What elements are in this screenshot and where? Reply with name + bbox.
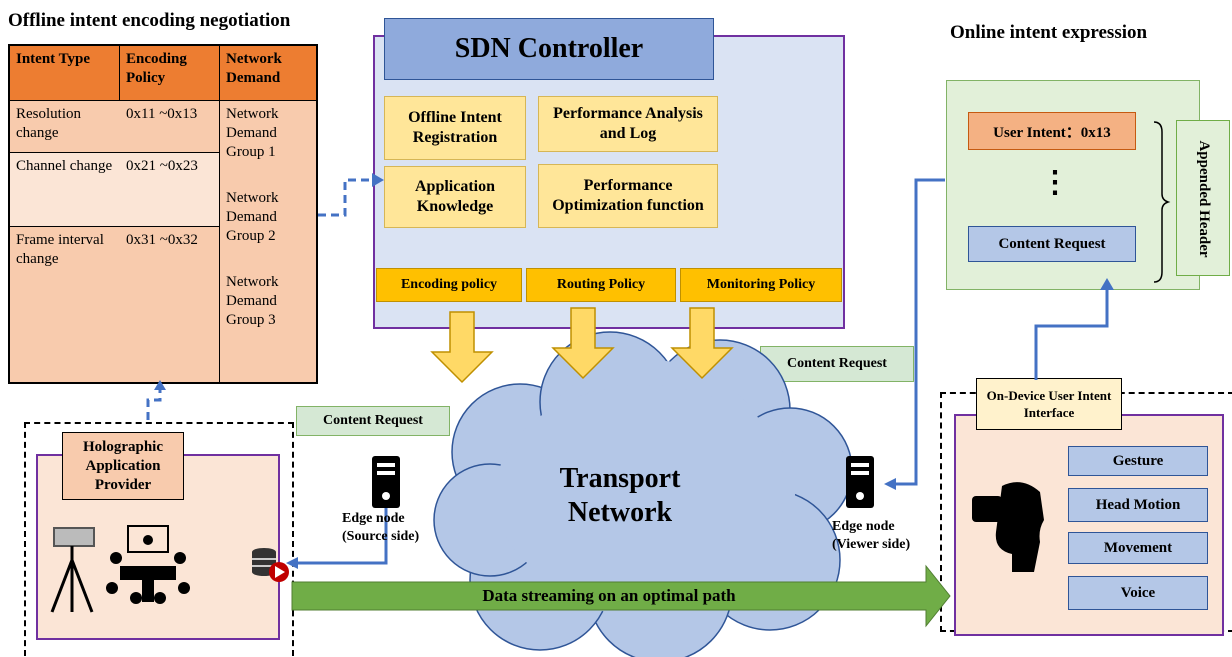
online-title: Online intent expression — [950, 22, 1148, 43]
content-request-label-right: Content Request — [760, 346, 914, 382]
row-encoding-code: 0x21 ~0x23 — [126, 158, 198, 174]
content-request-label-left: Content Request — [296, 406, 450, 436]
row-encoding-code: 0x31 ~0x32 — [126, 232, 198, 248]
module-application-knowledge: Application Knowledge — [384, 166, 526, 228]
server-icon — [846, 456, 874, 508]
vr-headset-icon — [972, 482, 1044, 572]
header-brace — [1153, 121, 1171, 283]
head-motion-button: Head Motion — [1068, 488, 1208, 522]
ellipsis-dots: ⋮ — [1040, 166, 1070, 199]
module-performance-optimization: Performance Optimization function — [538, 164, 718, 228]
provider-title: Holographic Application Provider — [62, 432, 184, 500]
row-intent-type: Resolution change — [16, 106, 82, 141]
intent-table: Intent Type Encoding Policy Network Dema… — [8, 44, 318, 384]
sdn-title: SDN Controller — [384, 18, 714, 80]
user-intent-field: User Intent：0x13 — [968, 112, 1136, 150]
streaming-label: Data streaming on an optimal path — [482, 586, 736, 605]
voice-button: Voice — [1068, 576, 1208, 610]
projector-tripod-icon — [50, 527, 95, 613]
header-intent-type: Intent Type — [10, 46, 120, 100]
header-encoding-policy: Encoding Policy — [120, 46, 220, 100]
provider-dashed-region — [24, 422, 294, 656]
appended-header-box: Appended Header — [1176, 120, 1230, 276]
policy-routing: Routing Policy — [526, 268, 676, 302]
gesture-button: Gesture — [1068, 446, 1208, 476]
row-intent-type: Channel change — [16, 158, 113, 174]
policy-encoding: Encoding policy — [376, 268, 522, 302]
demand-group-2: Network Demand Group 2 — [226, 190, 279, 244]
edge-node-viewer-label: Edge node (Viewer side) — [832, 519, 911, 552]
table-row: Channel change 0x21 ~0x23 — [10, 152, 220, 226]
streaming-arrow — [291, 564, 951, 628]
request-connectors — [296, 178, 1109, 565]
module-offline-intent-registration: Offline Intent Registration — [384, 96, 526, 160]
module-performance-analysis: Performance Analysis and Log — [538, 96, 718, 152]
edge-node-source-label: Edge node (Source side) — [342, 511, 420, 544]
meeting-icon — [106, 525, 190, 604]
network-demand-column: Network Demand Group 1 Network Demand Gr… — [220, 100, 316, 382]
policy-arrows — [430, 307, 734, 384]
table-row: Frame interval change 0x31 ~0x32 — [10, 226, 220, 382]
content-request-field: Content Request — [968, 226, 1136, 262]
demand-group-3: Network Demand Group 3 — [226, 274, 279, 328]
server-icon — [372, 456, 400, 508]
movement-button: Movement — [1068, 532, 1208, 564]
header-network-demand: Network Demand — [220, 46, 316, 100]
demand-group-1: Network Demand Group 1 — [226, 106, 279, 160]
play-icon — [269, 562, 289, 582]
policy-monitoring: Monitoring Policy — [680, 268, 842, 302]
dashed-connectors — [146, 178, 372, 420]
device-title: On-Device User Intent Interface — [976, 378, 1122, 430]
row-intent-type: Frame interval change — [16, 232, 104, 267]
table-row: Resolution change 0x11 ~0x13 — [10, 100, 220, 152]
transport-network-label: Transport Network — [559, 463, 681, 528]
offline-title: Offline intent encoding negotiation — [8, 10, 291, 31]
row-encoding-code: 0x11 ~0x13 — [126, 106, 198, 122]
